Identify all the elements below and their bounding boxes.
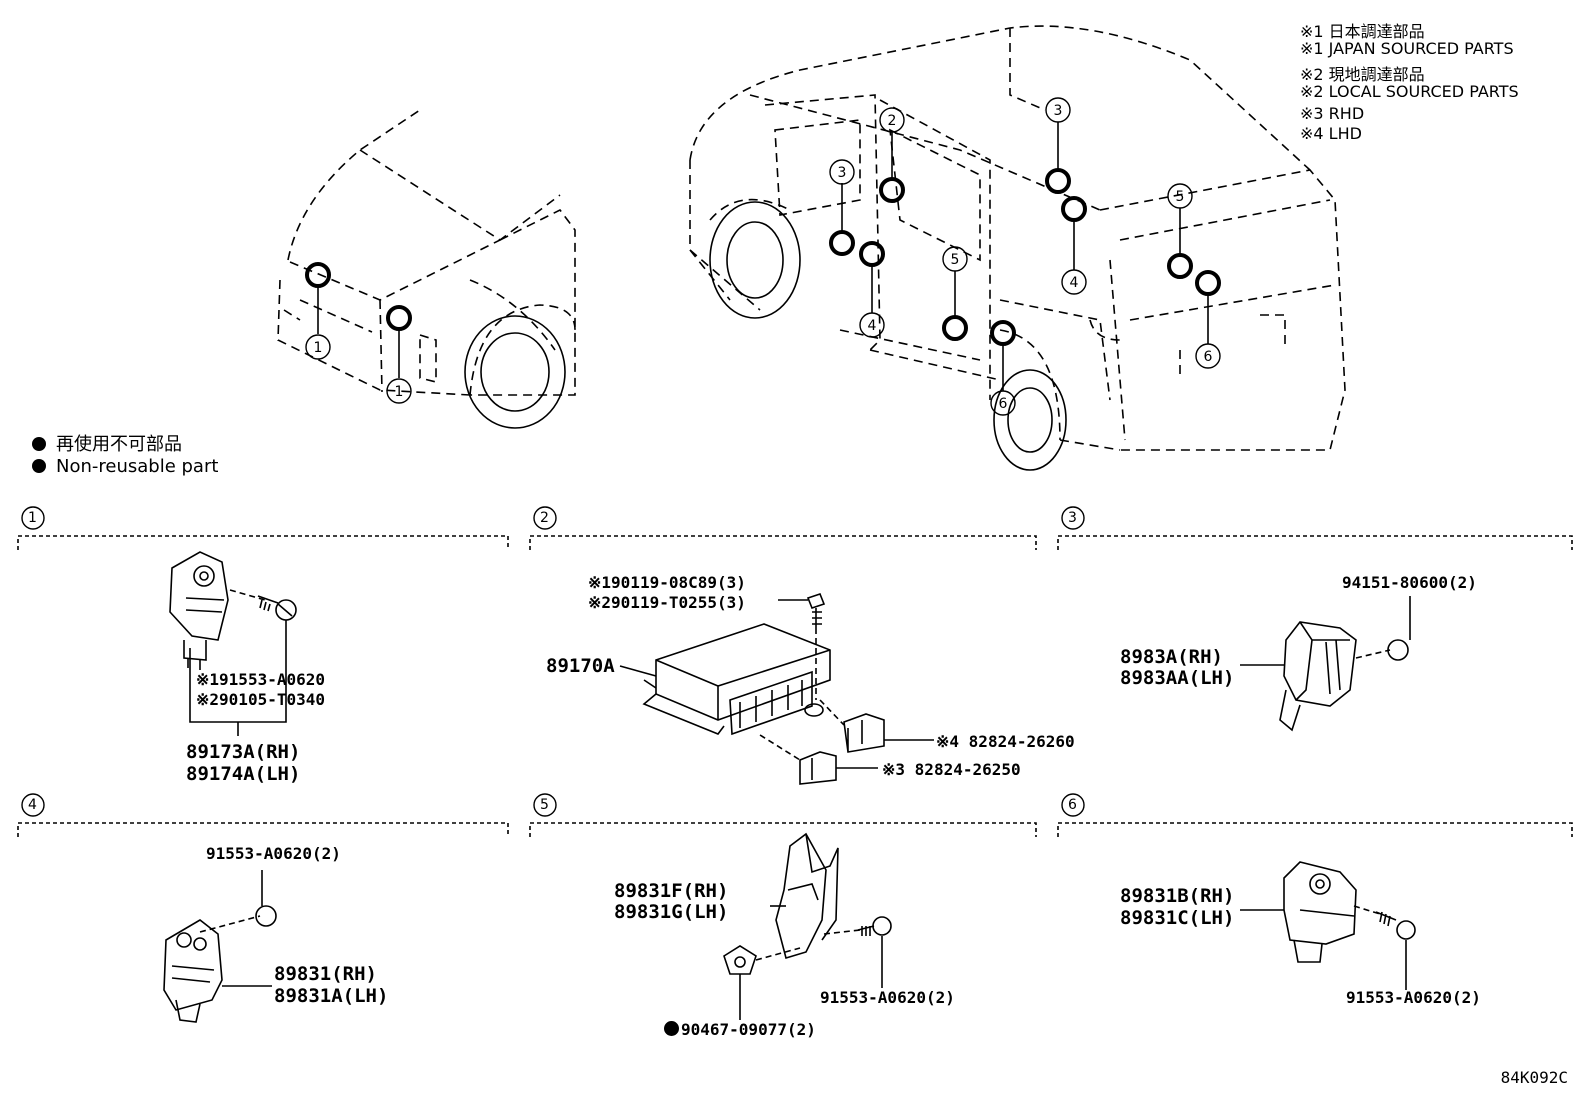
s2-bracket-lhd-part-number: ※4 82824-26260	[936, 732, 1075, 751]
section-number-4: 4	[28, 797, 37, 813]
s3-nut-part-number: 94151-80600(2)	[1342, 573, 1477, 592]
non-reusable-en-label: Non-reusable part	[56, 456, 219, 477]
s1-sensor-drawing	[169, 551, 297, 736]
s5-sensor-part-number-rh: 89831F(RH)	[614, 880, 729, 902]
diagram-code: 84K092C	[1500, 1068, 1568, 1087]
s6-sensor-part-number-lh: 89831C(LH)	[1120, 907, 1235, 929]
legend-line-5: ※3 RHD	[1300, 104, 1365, 123]
non-reusable-dot-icon	[664, 1021, 679, 1036]
vehicle-callout-number: 3	[838, 165, 847, 181]
s4-sensor-drawing	[163, 870, 277, 1023]
section-brackets	[17, 535, 1573, 837]
s4-sensor-part-number-rh: 89831(RH)	[274, 963, 377, 985]
legend-line-3: ※2 現地調達部品	[1300, 65, 1425, 84]
s6-sensor-part-number-rh: 89831B(RH)	[1120, 885, 1235, 907]
bullet-dot-icon	[32, 459, 46, 473]
legend-line-4: ※2 LOCAL SOURCED PARTS	[1300, 82, 1519, 101]
vehicle-callouts	[305, 97, 1221, 416]
vehicle-callout-number: 1	[395, 384, 404, 400]
section-number-3: 3	[1068, 510, 1077, 526]
vehicle-callout-number: 5	[951, 252, 960, 268]
legend-line-1: ※1 日本調達部品	[1300, 22, 1425, 41]
s3-sensor-drawing	[1240, 596, 1411, 732]
s3-sensor-part-number-rh: 8983A(RH)	[1120, 646, 1223, 668]
section-number-5: 5	[540, 797, 549, 813]
vehicle-callout-number: 3	[1054, 103, 1063, 119]
s6-sensor-drawing	[1240, 861, 1416, 990]
non-reusable-jp-label: 再使用不可部品	[56, 434, 182, 455]
vehicle-callout-number: 4	[1070, 275, 1079, 291]
s3-sensor-part-number-lh: 8983AA(LH)	[1120, 667, 1235, 689]
s1-bolt-part-number-1: ※191553-A0620	[196, 670, 325, 689]
s2-ecu-part-number: 89170A	[546, 655, 615, 677]
section-number-6: 6	[1068, 797, 1077, 813]
section-number-circles	[21, 506, 1085, 817]
front-vehicle-illustration	[277, 109, 576, 396]
section-number-1: 1	[28, 510, 37, 526]
s5-nut-part-number-text: 90467-09077(2)	[681, 1020, 816, 1039]
non-reusable-legend-jp: 再使用不可部品	[32, 430, 182, 456]
s4-nut-part-number: 91553-A0620(2)	[206, 844, 341, 863]
s4-sensor-part-number-lh: 89831A(LH)	[274, 985, 389, 1007]
s1-sensor-part-number-lh: 89174A(LH)	[186, 763, 301, 785]
vehicle-callout-number: 5	[1176, 189, 1185, 205]
vehicle-callout-number: 2	[888, 113, 897, 129]
front-wheel	[464, 304, 576, 429]
van-wheels	[709, 198, 1067, 471]
s2-ecu-drawing	[619, 593, 934, 785]
s2-screw-part-number-1: ※190119-08C89(3)	[588, 573, 746, 592]
non-reusable-legend-en: Non-reusable part	[32, 456, 218, 477]
van-illustration	[689, 25, 1346, 451]
legend-line-6: ※4 LHD	[1300, 124, 1362, 143]
vehicle-callout-number: 6	[1204, 349, 1213, 365]
bullet-dot-icon	[32, 437, 46, 451]
s5-nut-part-number: 90467-09077(2)	[664, 1020, 816, 1039]
s6-bolt-part-number: 91553-A0620(2)	[1346, 988, 1481, 1007]
vehicle-callout-number: 6	[999, 396, 1008, 412]
vehicle-callout-number: 4	[868, 318, 877, 334]
s5-sensor-part-number-lh: 89831G(LH)	[614, 901, 729, 923]
s1-bolt-part-number-2: ※290105-T0340	[196, 690, 325, 709]
s1-sensor-part-number-rh: 89173A(RH)	[186, 741, 301, 763]
s2-bracket-rhd-part-number: ※3 82824-26250	[882, 760, 1021, 779]
vehicle-callout-number: 1	[314, 340, 323, 356]
section-number-2: 2	[540, 510, 549, 526]
s2-screw-part-number-2: ※290119-T0255(3)	[588, 593, 746, 612]
s5-bolt-part-number: 91553-A0620(2)	[820, 988, 955, 1007]
s5-sensor-drawing	[723, 832, 892, 1020]
vehicle-callout-numbers: 1 1 2 3 4 3 4 5 5 6 6	[314, 103, 1213, 412]
legend-line-2: ※1 JAPAN SOURCED PARTS	[1300, 39, 1514, 58]
callout-leaders	[317, 122, 1209, 391]
